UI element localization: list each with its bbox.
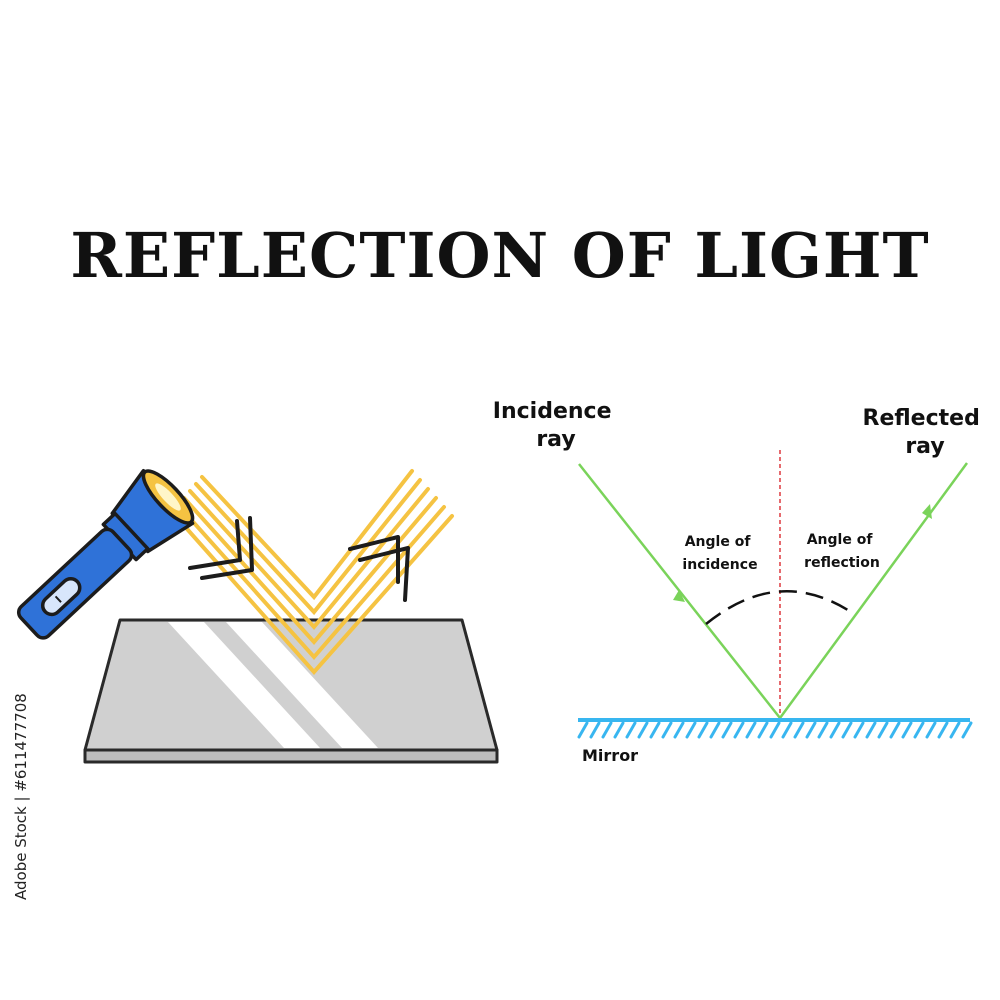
stock-id: Adobe Stock | #611477708 bbox=[12, 693, 30, 900]
mirror-hatch bbox=[889, 721, 901, 739]
mirror-hatch bbox=[901, 721, 913, 739]
glass-shine-2 bbox=[226, 622, 378, 748]
mirror-hatch bbox=[817, 721, 829, 739]
incidence-arrowhead bbox=[673, 590, 685, 602]
mirror-hatch bbox=[613, 721, 625, 739]
mirror-hatch bbox=[733, 721, 745, 739]
beam-line bbox=[176, 503, 446, 661]
mirror-hatch bbox=[937, 721, 949, 739]
mirror-hatch bbox=[697, 721, 709, 739]
mirror-hatch bbox=[745, 721, 757, 739]
angle-of-reflection-label: Angle of reflection bbox=[804, 532, 880, 571]
mirror-hatch bbox=[721, 721, 733, 739]
mirror-hatch bbox=[865, 721, 877, 739]
mirror-hatch bbox=[949, 721, 961, 739]
incoming-arrow bbox=[188, 519, 242, 570]
outgoing-arrow bbox=[348, 535, 400, 584]
mirror-hatch bbox=[709, 721, 721, 739]
reflected-ray-label: Reflected ray bbox=[863, 406, 988, 459]
mirror-hatch bbox=[925, 721, 937, 739]
mirror bbox=[577, 718, 973, 739]
mirror-hatch bbox=[685, 721, 697, 739]
flashlight-illustration bbox=[16, 468, 499, 764]
mirror-hatch bbox=[805, 721, 817, 739]
mirror-hatch bbox=[589, 721, 601, 739]
beam-line bbox=[182, 496, 438, 646]
mirror-label: Mirror bbox=[582, 746, 638, 765]
mirror-hatch bbox=[625, 721, 637, 739]
mirror-hatch bbox=[829, 721, 841, 739]
mirror-hatch bbox=[577, 721, 589, 739]
page-title: REFLECTION OF LIGHT bbox=[70, 219, 929, 292]
mirror-hatch bbox=[781, 721, 793, 739]
mirror-hatch bbox=[637, 721, 649, 739]
mirror-hatch bbox=[913, 721, 925, 739]
mirror-hatch bbox=[877, 721, 889, 739]
mirror-hatch bbox=[793, 721, 805, 739]
mirror-hatch bbox=[601, 721, 613, 739]
mirror-hatch bbox=[853, 721, 865, 739]
beam-line bbox=[200, 469, 414, 601]
angle-of-incidence-label: Angle of incidence bbox=[682, 534, 757, 573]
angle-arc bbox=[705, 590, 855, 625]
incoming-arrow bbox=[200, 516, 254, 580]
mirror-hatch bbox=[769, 721, 781, 739]
outgoing-arrow bbox=[358, 546, 410, 602]
reflected-ray-line bbox=[778, 462, 969, 719]
incidence-ray-label: Incidence ray bbox=[493, 399, 619, 452]
mirror-hatch bbox=[673, 721, 685, 739]
reflected-arrowhead bbox=[922, 504, 932, 519]
glass-shine-1 bbox=[168, 622, 320, 748]
mirror-hatch bbox=[757, 721, 769, 739]
mirror-hatch bbox=[649, 721, 661, 739]
beam-line bbox=[194, 478, 422, 616]
flashlight-icon bbox=[16, 468, 195, 640]
glass-plate bbox=[83, 618, 499, 764]
ray-diagram: Incidence ray Reflected ray Angle of inc… bbox=[493, 399, 988, 765]
direction-arrows bbox=[188, 516, 410, 602]
mirror-hatch bbox=[841, 721, 853, 739]
beam-line bbox=[188, 487, 430, 631]
mirror-hatch bbox=[961, 721, 973, 739]
mirror-hatch bbox=[661, 721, 673, 739]
